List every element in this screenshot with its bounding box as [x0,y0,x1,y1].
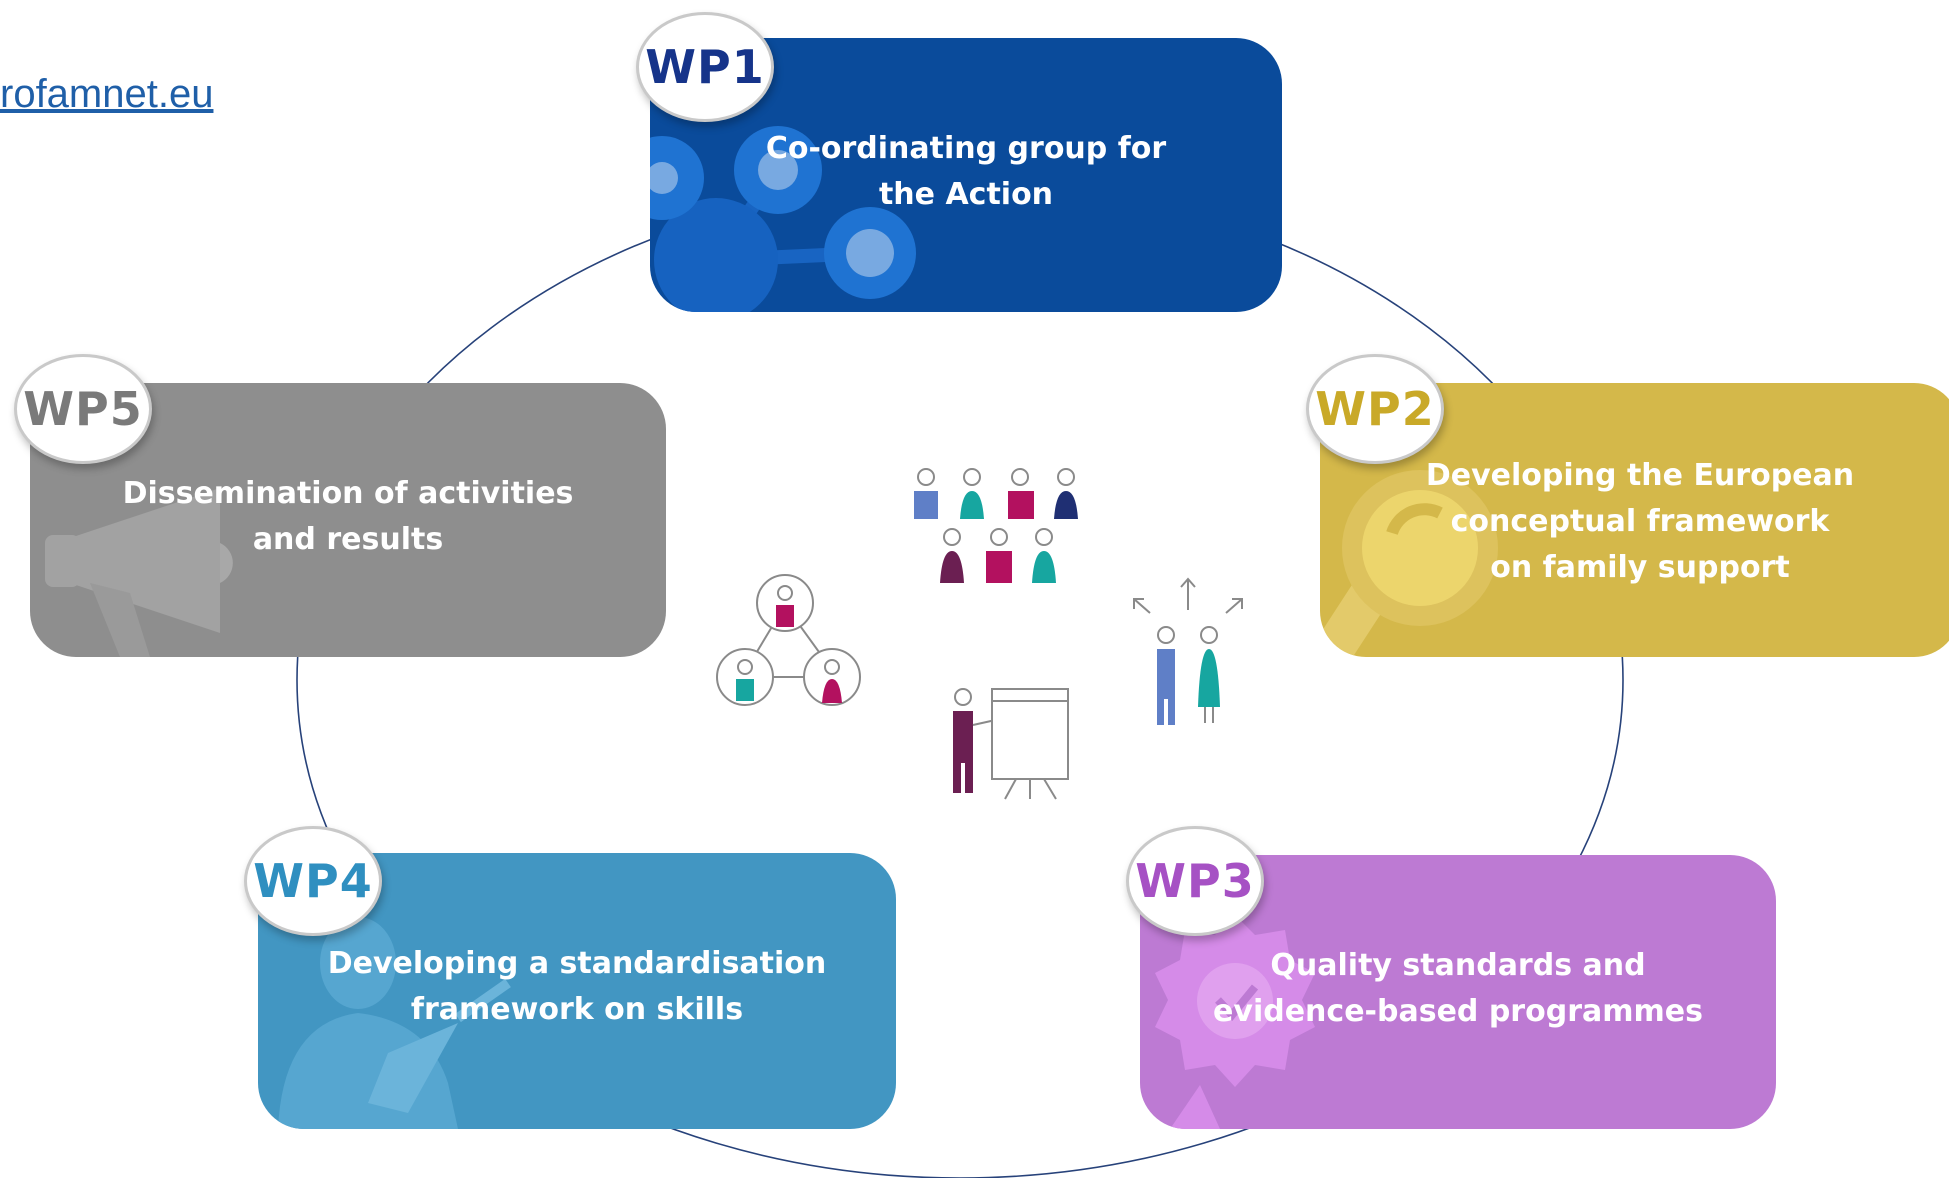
person-writing-icon [278,917,511,1129]
wp4-line-2: framework on skills [410,992,744,1027]
wp3-line-2: evidence-based programmes [1213,994,1703,1029]
wp1-badge: WP1 [636,12,774,122]
wp1-line-2: the Action [878,177,1054,212]
wp4-description: Developing a standardisation framework o… [258,941,896,1033]
wp1-line-1: Co-ordinating group for [765,131,1167,166]
wp4-line-1: Developing a standardisation [327,946,827,981]
wp3-line-1: Quality standards and [1270,948,1646,983]
wp2-card: Developing the European conceptual frame… [1320,383,1949,657]
wp2-description: Developing the European conceptual frame… [1320,453,1949,591]
wp2-line-3: on family support [1490,550,1790,585]
wp5-line-2: and results [252,522,444,557]
megaphone-icon [45,488,233,657]
website-link[interactable]: rofamnet.eu [0,72,214,116]
people-directions-icon [1133,577,1243,725]
magnifier-icon [1320,470,1498,657]
wp2-line-2: conceptual framework [1450,504,1830,539]
center-icons [716,468,1243,800]
presenter-flipchart-icon [953,688,1069,800]
wp1-description: Co-ordinating group for the Action [650,126,1282,218]
wp2-line-1: Developing the European [1425,458,1855,493]
wp2-badge: WP2 [1306,354,1444,464]
wp5-description: Dissemination of activities and results [30,471,666,563]
quality-seal-icon [1155,915,1315,1129]
wp5-badge: WP5 [14,354,152,464]
network-nodes-icon [650,126,916,312]
wp4-badge: WP4 [244,826,382,936]
wp3-badge: WP3 [1126,826,1264,936]
wp1-card: Co-ordinating group for the Action [650,38,1282,312]
group-of-people-icon [917,468,1075,546]
connected-people-icon [716,574,861,706]
wp3-description: Quality standards and evidence-based pro… [1140,943,1776,1035]
wp5-line-1: Dissemination of activities [122,476,574,511]
